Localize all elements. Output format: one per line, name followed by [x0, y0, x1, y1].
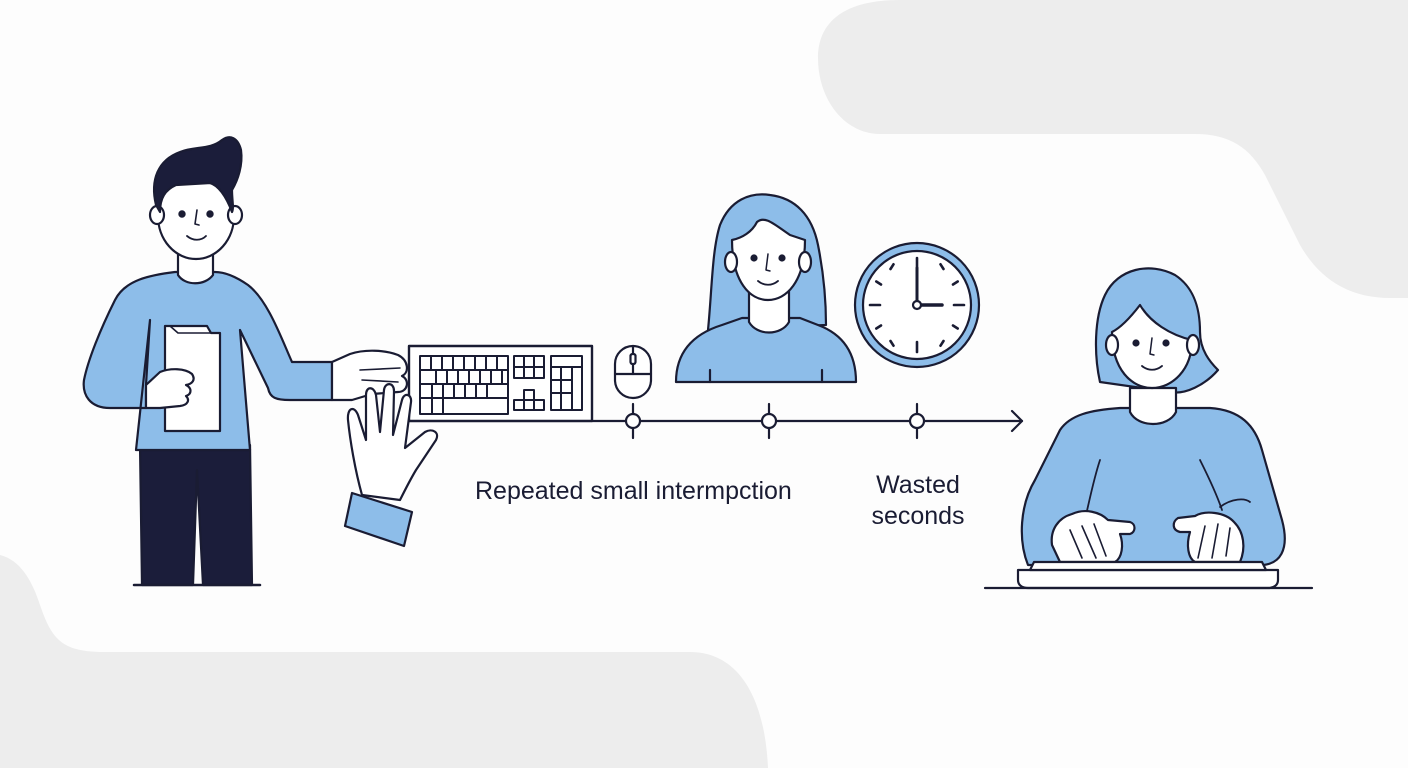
timeline: [590, 402, 1024, 440]
hand-icon: [343, 383, 439, 548]
timeline-node-1: [624, 402, 642, 440]
mouse-icon: [613, 344, 653, 400]
timeline-label-wasted-seconds: Wasted seconds: [866, 470, 970, 532]
wasted-line-2: seconds: [871, 502, 965, 530]
wasted-line-1: Wasted: [876, 471, 960, 499]
woman-typing: [983, 267, 1314, 590]
timeline-node-3: [908, 402, 926, 440]
man-figure: [82, 136, 408, 587]
background-blob-top-right: [818, 0, 1408, 298]
clock-icon: [853, 241, 981, 369]
timeline-node-2: [760, 402, 778, 440]
woman-portrait: [674, 193, 858, 384]
keyboard-icon: [407, 344, 594, 423]
timeline-label-interruption: Repeated small intermpction: [475, 477, 792, 505]
keyboard-icon: [1016, 568, 1280, 590]
background-blob-bottom-left: [0, 555, 768, 768]
